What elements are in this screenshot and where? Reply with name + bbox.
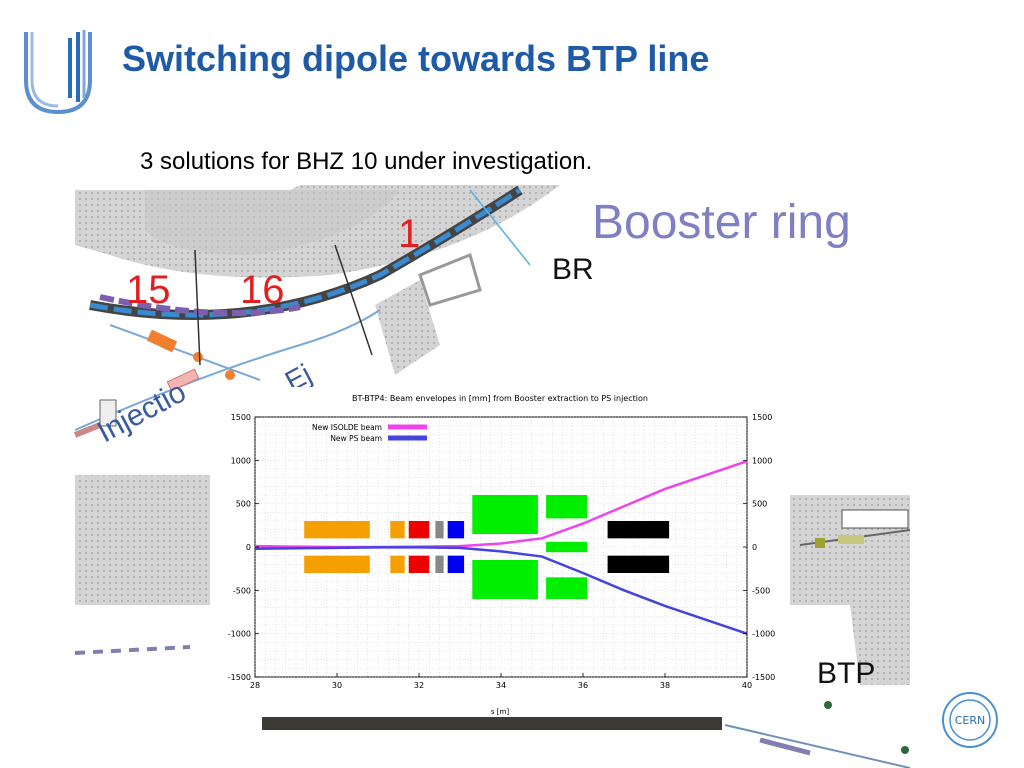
chart-elements xyxy=(304,495,670,599)
beamline-element xyxy=(447,521,465,539)
x-tick-label: 38 xyxy=(660,681,670,690)
cern-logo-text: CERN xyxy=(955,714,986,727)
beamline-element xyxy=(390,555,405,573)
chart-svg: BT-BTP4: Beam envelopes in [mm] from Boo… xyxy=(228,394,776,716)
beamline-element xyxy=(607,555,670,573)
beamline-element xyxy=(607,521,670,539)
y-tick-label: 1500 xyxy=(231,413,251,422)
btp-label: BTP xyxy=(817,657,876,690)
x-tick-label: 32 xyxy=(414,681,424,690)
y-tick-label: 1000 xyxy=(231,456,251,465)
y-tick-label: 0 xyxy=(246,543,251,552)
booster-layout-drawing xyxy=(73,185,911,768)
slide-subtitle: 3 solutions for BHZ 10 under investigati… xyxy=(140,148,593,175)
y-tick-label: -500 xyxy=(233,586,251,595)
section-1-label: 1 xyxy=(398,212,421,256)
beamline-element xyxy=(546,541,588,553)
section-16-label: 16 xyxy=(240,268,285,312)
chart-x-axis-label: s [m] xyxy=(491,708,509,716)
y-tick-label-right: -500 xyxy=(752,586,770,595)
beamline-element xyxy=(304,521,370,539)
y-tick-label: -1000 xyxy=(228,630,251,639)
y-tick-label-right: 0 xyxy=(752,543,757,552)
beamline-element xyxy=(435,521,444,539)
x-tick-label: 34 xyxy=(496,681,506,690)
beamline-element xyxy=(546,577,588,599)
beam-envelope-chart: BT-BTP4: Beam envelopes in [mm] from Boo… xyxy=(210,387,790,717)
beamline-element xyxy=(390,521,405,539)
beamline-element xyxy=(447,555,465,573)
y-tick-label: 500 xyxy=(236,500,251,509)
legend-label: New ISOLDE beam xyxy=(312,423,382,432)
photo-strip xyxy=(262,716,722,730)
beamline-element xyxy=(408,521,430,539)
beamline-element xyxy=(546,495,588,519)
section-15-label: 15 xyxy=(126,268,171,312)
beamline-element xyxy=(472,560,538,599)
series-line-1 xyxy=(254,546,748,635)
y-tick-label-right: 1500 xyxy=(752,413,772,422)
legend-label: New PS beam xyxy=(330,434,382,443)
y-tick-label-right: 500 xyxy=(752,500,767,509)
x-tick-label: 36 xyxy=(578,681,588,690)
beamline-element xyxy=(472,495,538,534)
beamline-element xyxy=(408,555,430,573)
university-logo xyxy=(24,30,92,115)
slide-title: Switching dipole towards BTP line xyxy=(122,38,710,79)
y-tick-label-right: -1000 xyxy=(752,630,775,639)
y-tick-label-right: -1500 xyxy=(752,673,775,682)
y-tick-label: -1500 xyxy=(228,673,251,682)
x-tick-label: 28 xyxy=(250,681,260,690)
x-tick-label: 40 xyxy=(742,681,752,690)
chart-series xyxy=(254,460,748,635)
beamline-element xyxy=(304,555,370,573)
booster-ring-label: Booster ring xyxy=(592,196,851,249)
chart-title: BT-BTP4: Beam envelopes in [mm] from Boo… xyxy=(352,394,648,403)
cern-logo: CERN xyxy=(942,692,998,748)
y-tick-label-right: 1000 xyxy=(752,456,772,465)
br-label: BR xyxy=(552,253,594,286)
beamline-element xyxy=(435,555,444,573)
x-tick-label: 30 xyxy=(332,681,342,690)
